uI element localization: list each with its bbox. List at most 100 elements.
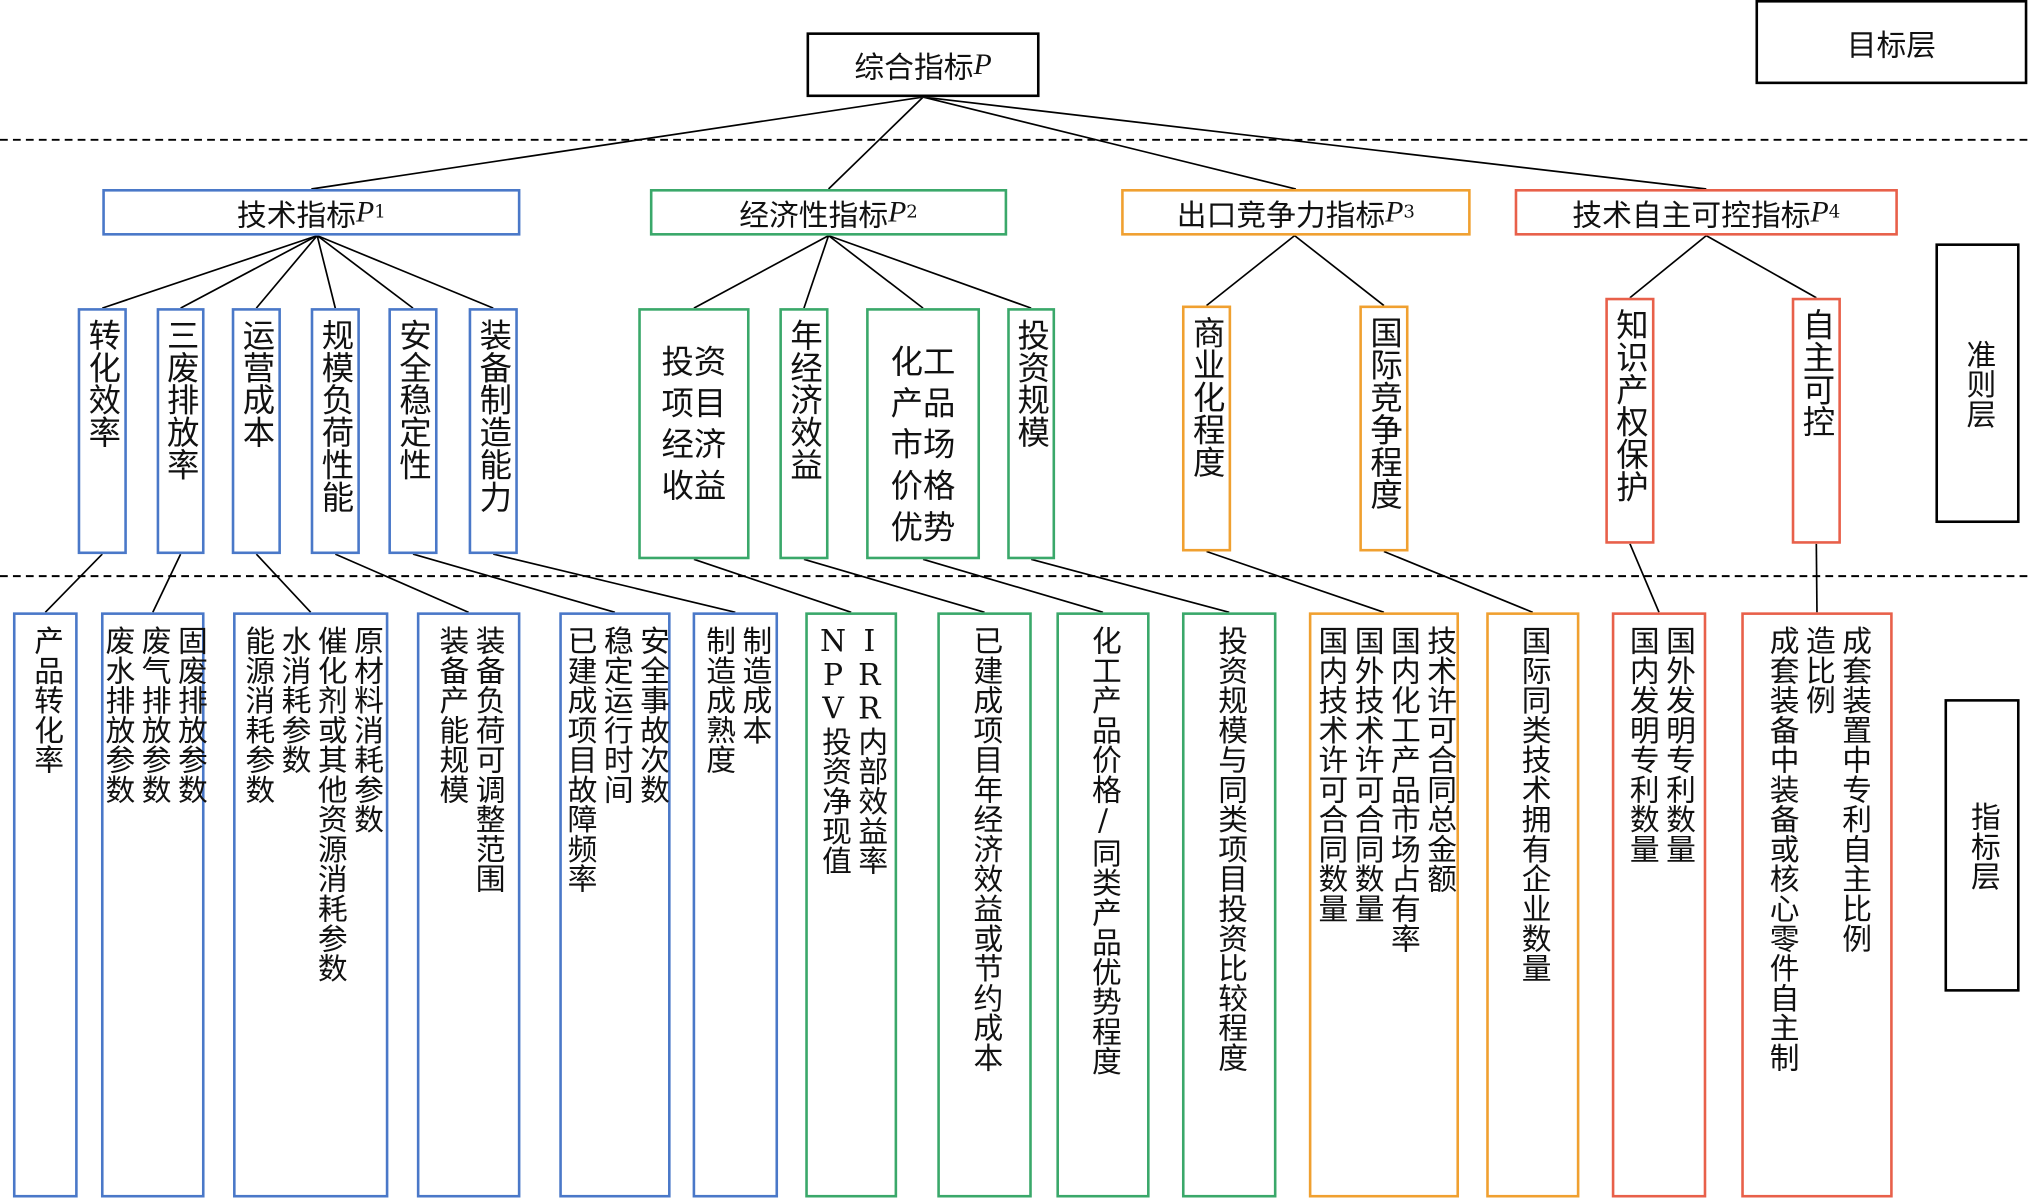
connector-line (693, 234, 829, 309)
connector-line (922, 96, 1297, 190)
subcriterion-label: 运营成本 (238, 318, 276, 448)
subcriterion-box: 三废排放率 (156, 308, 205, 555)
connector-line (1030, 558, 1230, 614)
subcriterion-label: 三废排放率 (162, 318, 201, 481)
indicator-label: 固废排放参数 (172, 625, 206, 804)
connector-line (827, 96, 924, 190)
criterion-var: P (1385, 195, 1404, 228)
indicator-label: 技术许可合同总金额 (1421, 625, 1456, 894)
indicator-box: 装备产能规模装备负荷可调整范围 (416, 612, 521, 1198)
connector-line (1206, 550, 1385, 614)
connector-line (316, 234, 414, 309)
indicator-box: 国内技术许可合同数量国外技术许可合同数量国内化工产品市场占有率技术许可合同总金额 (1308, 612, 1460, 1198)
indicator-box: 废水排放参数废气排放参数固废排放参数 (99, 612, 206, 1198)
subcriterion-box: 装备制造能力 (468, 308, 518, 555)
subcriterion-line: 化工 (890, 343, 956, 381)
connector-line (1206, 234, 1296, 307)
indicator-label: 稳定运行时间 (598, 625, 632, 804)
connector-line (255, 235, 318, 309)
indicator-label: 成套装置中专利自主比例 (1836, 625, 1871, 953)
indicator-box: 制造成熟度制造成本 (692, 612, 779, 1198)
layer-label-criteria: 准则层 (1935, 243, 2020, 524)
connector-line (1383, 550, 1534, 614)
connector-line (828, 234, 924, 309)
indicator-label: 造比例 (1800, 625, 1834, 715)
connector-line (828, 234, 1032, 309)
layer-text: 指标层 (1965, 800, 1999, 891)
subcriterion-label: 国际竞争程度 (1365, 315, 1404, 511)
indicator-label: 投资规模与同类项目投资比较程度 (1212, 625, 1247, 1072)
subcriterion-lines: 化工产品市场价格优势 (891, 318, 956, 556)
connector-line (1294, 234, 1385, 307)
connector-line (803, 235, 830, 309)
subcriterion-box: 国际竞争程度 (1359, 305, 1409, 552)
subcriterion-box: 知识产权保护 (1605, 297, 1655, 544)
connector-line (693, 558, 852, 614)
subcriterion-box: 自主可控 (1791, 297, 1841, 544)
indicator-label: 装备负荷可调整范围 (469, 625, 504, 894)
indicator-label: NPV投资净现值 (816, 625, 850, 876)
subcriterion-line: 收益 (661, 467, 727, 505)
indicator-label: 催化剂或其他资源消耗参数 (311, 625, 346, 983)
indicator-label: 水消耗参数 (275, 625, 310, 775)
indicator-label: 国内化工产品市场占有率 (1385, 625, 1419, 953)
connector-line (493, 553, 736, 614)
subcriterion-box: 年经济效益 (779, 308, 829, 560)
connector-line (1815, 543, 1818, 613)
indicator-label: 已建成项目年经济效益或节约成本 (967, 625, 1002, 1072)
criterion-label: 技术自主可控指标 (1572, 199, 1811, 234)
connector-line (311, 96, 924, 190)
indicator-label: 能源消耗参数 (239, 625, 274, 804)
connector-line (102, 234, 318, 309)
subcriterion-line: 经济 (661, 425, 727, 464)
indicator-label: 制造成熟度 (700, 625, 735, 775)
subcriterion-label: 知识产权保护 (1611, 308, 1650, 503)
subcriterion-label: 年经济效益 (785, 318, 824, 481)
criterion-var: P (356, 195, 375, 228)
subcriterion-label: 商业化程度 (1188, 315, 1226, 478)
criterion-label: 技术指标 (236, 199, 357, 234)
criterion-label: 经济性指标 (739, 199, 889, 234)
indicator-label: 国外发明专利数量 (1660, 625, 1694, 864)
criterion-subscript: 2 (906, 201, 918, 223)
subcriterion-box: 投资规模 (1007, 308, 1056, 560)
connector-line (255, 553, 312, 613)
subcriterion-box: 转化效率 (77, 308, 127, 555)
indicator-box: 国际同类技术拥有企业数量 (1486, 612, 1580, 1198)
connector-line (44, 553, 103, 613)
indicator-box: 化工产品价格/同类产品优势程度 (1056, 612, 1150, 1198)
connector-line (180, 234, 318, 309)
indicator-label: 废水排放参数 (99, 625, 134, 804)
subcriterion-box: 化工产品市场价格优势 (866, 308, 981, 560)
indicator-box: 国内发明专利数量国外发明专利数量 (1611, 612, 1707, 1198)
criterion-subscript: 4 (1828, 201, 1841, 223)
indicator-box: 已建成项目故障频率稳定运行时间安全事故次数 (559, 612, 671, 1198)
subcriterion-line: 项目 (661, 384, 727, 423)
layer-label-indicator: 指标层 (1944, 699, 2020, 992)
subcriterion-line: 投资 (661, 343, 727, 381)
subcriterion-box: 商业化程度 (1181, 305, 1232, 552)
subcriterion-label: 自主可控 (1798, 308, 1836, 438)
indicator-box: 能源消耗参数水消耗参数催化剂或其他资源消耗参数原材料消耗参数 (233, 612, 389, 1198)
connector-line (412, 553, 616, 614)
subcriterion-label: 安全稳定性 (394, 318, 433, 481)
subcriterion-line: 价格 (890, 467, 956, 505)
subcriterion-label: 投资规模 (1013, 318, 1051, 448)
subcriterion-box: 运营成本 (231, 308, 281, 555)
subcriterion-line: 产品 (890, 384, 956, 423)
indicator-label: 废气排放参数 (135, 625, 170, 804)
indicator-label: 产品转化率 (28, 625, 63, 775)
indicator-box: 成套装备中装备或核心零件自主制造比例成套装置中专利自主比例 (1741, 612, 1893, 1198)
criterion-var: P (888, 195, 907, 228)
connector-line (1705, 234, 1817, 299)
layer-text: 准则层 (1960, 338, 1995, 428)
indicator-label: 国际同类技术拥有企业数量 (1515, 625, 1550, 983)
indicator-label: 制造成本 (736, 625, 771, 745)
indicator-box: 投资规模与同类项目投资比较程度 (1181, 612, 1277, 1198)
connector-line (152, 553, 182, 613)
